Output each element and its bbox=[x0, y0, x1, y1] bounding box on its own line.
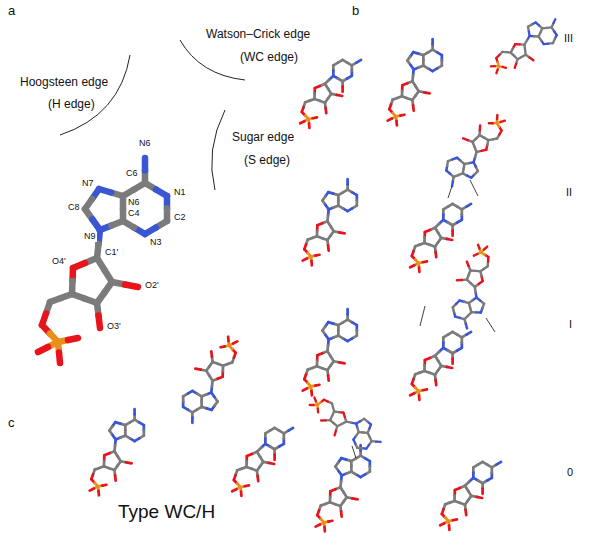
nucleotide-model bbox=[440, 462, 501, 530]
nucleotide-model bbox=[410, 332, 471, 400]
atom-label: N9 bbox=[83, 232, 97, 242]
adenosine-model bbox=[38, 158, 167, 363]
level-number: 0 bbox=[567, 466, 573, 478]
edge-name: Hoogsteen edge bbox=[20, 76, 108, 89]
panel-letter: b bbox=[352, 4, 359, 18]
edge-name: Sugar edge bbox=[232, 131, 294, 144]
atom-label: C8 bbox=[67, 203, 81, 213]
atom-label: O4' bbox=[51, 257, 67, 267]
edge-name: (WC edge) bbox=[240, 51, 298, 64]
type-label: Type WC/H bbox=[118, 502, 215, 523]
nucleotide-model bbox=[444, 108, 506, 193]
edge-name: (S edge) bbox=[244, 154, 290, 167]
nucleotide-model bbox=[306, 397, 384, 450]
nucleotide-model bbox=[439, 243, 507, 331]
nucleotide-model bbox=[303, 309, 357, 395]
nucleotide-model bbox=[300, 60, 361, 128]
edge-arc bbox=[212, 110, 225, 190]
hydrogen-bond bbox=[420, 306, 425, 326]
nucleotide-model bbox=[303, 179, 357, 265]
level-number: III bbox=[564, 32, 573, 44]
hydrogen-bond bbox=[470, 180, 478, 196]
level-number: I bbox=[569, 318, 572, 330]
edge-arc bbox=[60, 55, 130, 135]
nucleotide-model bbox=[90, 409, 144, 495]
atom-label: C2 bbox=[173, 213, 187, 223]
atom-label: O3' bbox=[106, 322, 122, 332]
atom-label: N3 bbox=[149, 238, 163, 248]
atom-label: N6 bbox=[127, 198, 141, 208]
atom-label: O2' bbox=[144, 281, 160, 291]
nucleotide-model bbox=[232, 428, 293, 496]
edge-name: Watson–Crick edge bbox=[206, 28, 310, 41]
atom-label: C1' bbox=[104, 248, 119, 258]
level-number: II bbox=[566, 186, 572, 198]
atom-label: C4 bbox=[127, 209, 141, 219]
hydrogen-bond bbox=[352, 446, 356, 458]
hydrogen-bond bbox=[448, 186, 452, 198]
atom-label: N7 bbox=[81, 179, 95, 189]
edge-name: (H edge) bbox=[48, 98, 95, 111]
atom-label: N1 bbox=[173, 188, 187, 198]
nucleotide-model bbox=[316, 445, 370, 531]
panel-letter: a bbox=[8, 4, 15, 18]
edge-arc bbox=[180, 40, 245, 80]
nucleotide-model bbox=[183, 337, 237, 423]
hydrogen-bond bbox=[486, 318, 495, 332]
nucleotide-model bbox=[489, 3, 562, 90]
nucleotide-model bbox=[410, 204, 471, 272]
atom-label: C6 bbox=[125, 169, 139, 179]
atom-label: N6 bbox=[138, 139, 152, 149]
nucleotide-model bbox=[388, 39, 442, 125]
panel-letter: c bbox=[8, 416, 15, 430]
